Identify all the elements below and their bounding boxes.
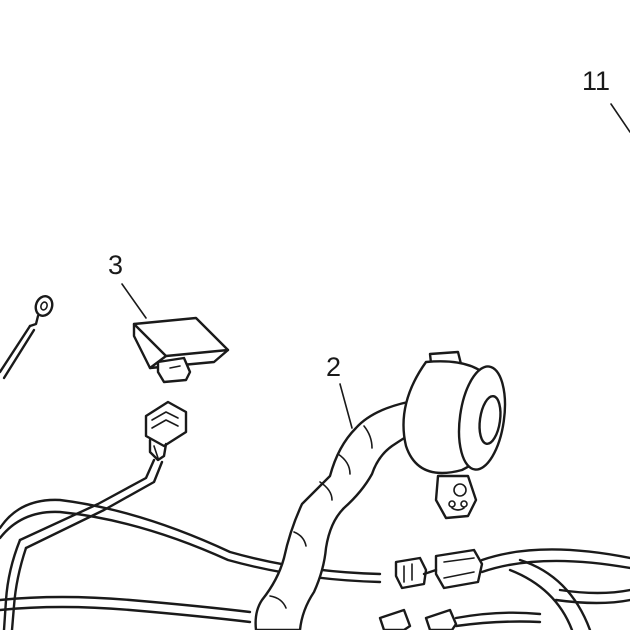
ring-terminal-wire <box>0 295 54 380</box>
callout-2: 2 <box>326 352 341 382</box>
right-wire-bundle <box>480 548 630 630</box>
harness-sheath <box>254 400 416 630</box>
relay-module <box>132 316 230 384</box>
leader-line-11 <box>610 103 630 133</box>
leader-line-3 <box>121 283 147 319</box>
module-connector-plug <box>18 400 188 550</box>
callout-11: 11 <box>582 66 610 96</box>
lower-left-wire <box>0 595 252 624</box>
horn-assembly <box>402 350 507 520</box>
callout-3: 3 <box>108 250 123 280</box>
bottom-terminal-connectors <box>378 608 542 630</box>
leader-line-2 <box>339 383 353 429</box>
harness-connector-pair <box>394 548 484 590</box>
